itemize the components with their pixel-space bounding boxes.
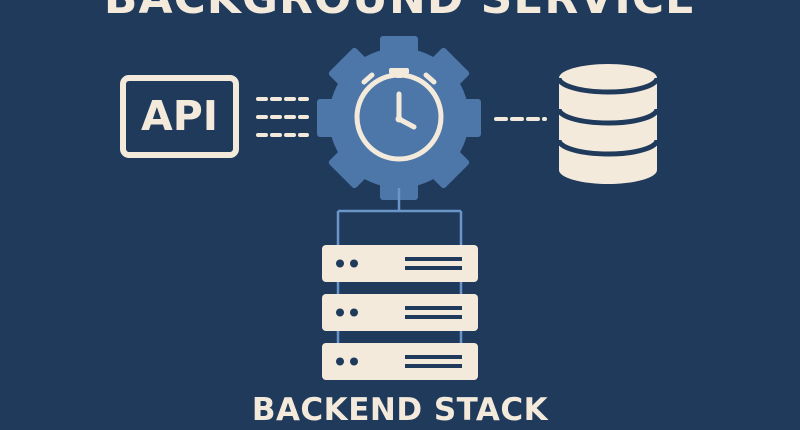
clock-icon [354, 68, 444, 162]
server-rack-icon [322, 245, 478, 380]
api-box-icon: API [120, 75, 239, 158]
server-unit-3 [322, 343, 478, 380]
rack-connector-lines [336, 188, 463, 343]
diagram-graphics [256, 36, 660, 380]
footer-title: BACKEND STACK [251, 392, 549, 428]
api-connector-lines [256, 97, 309, 137]
gear-clock-icon [317, 36, 481, 200]
diagram-title: BACKGROUND SERVICE [0, 0, 800, 25]
server-unit-2 [322, 294, 478, 331]
database-icon [556, 64, 660, 184]
api-label: API [140, 92, 219, 140]
server-unit-1 [322, 245, 478, 282]
